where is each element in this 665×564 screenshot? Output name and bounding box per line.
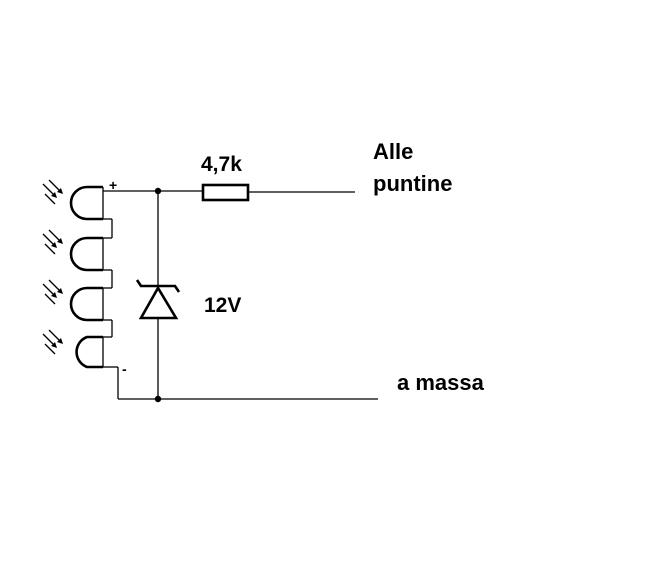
led-chain — [69, 185, 118, 369]
resistor-value-label: 4,7k — [201, 153, 242, 176]
zener-voltage-label: 12V — [204, 294, 241, 317]
light-arrows-led-3 — [42, 279, 63, 305]
plus-sign: + — [109, 177, 117, 193]
light-arrows-led-1 — [42, 179, 63, 205]
output-label-line1: Alle — [373, 139, 413, 164]
light-arrows-led-4 — [42, 329, 63, 355]
led-4 — [75, 335, 118, 369]
light-arrows-led-2 — [42, 229, 63, 255]
zener-diode — [135, 279, 181, 320]
ground-label: a massa — [397, 370, 485, 395]
resistor — [201, 183, 250, 202]
led-1 — [69, 185, 113, 238]
output-label-line2: puntine — [373, 171, 452, 196]
led-2 — [69, 236, 113, 288]
led-3 — [69, 286, 113, 337]
light-arrows — [42, 179, 63, 355]
minus-sign: - — [122, 361, 127, 377]
